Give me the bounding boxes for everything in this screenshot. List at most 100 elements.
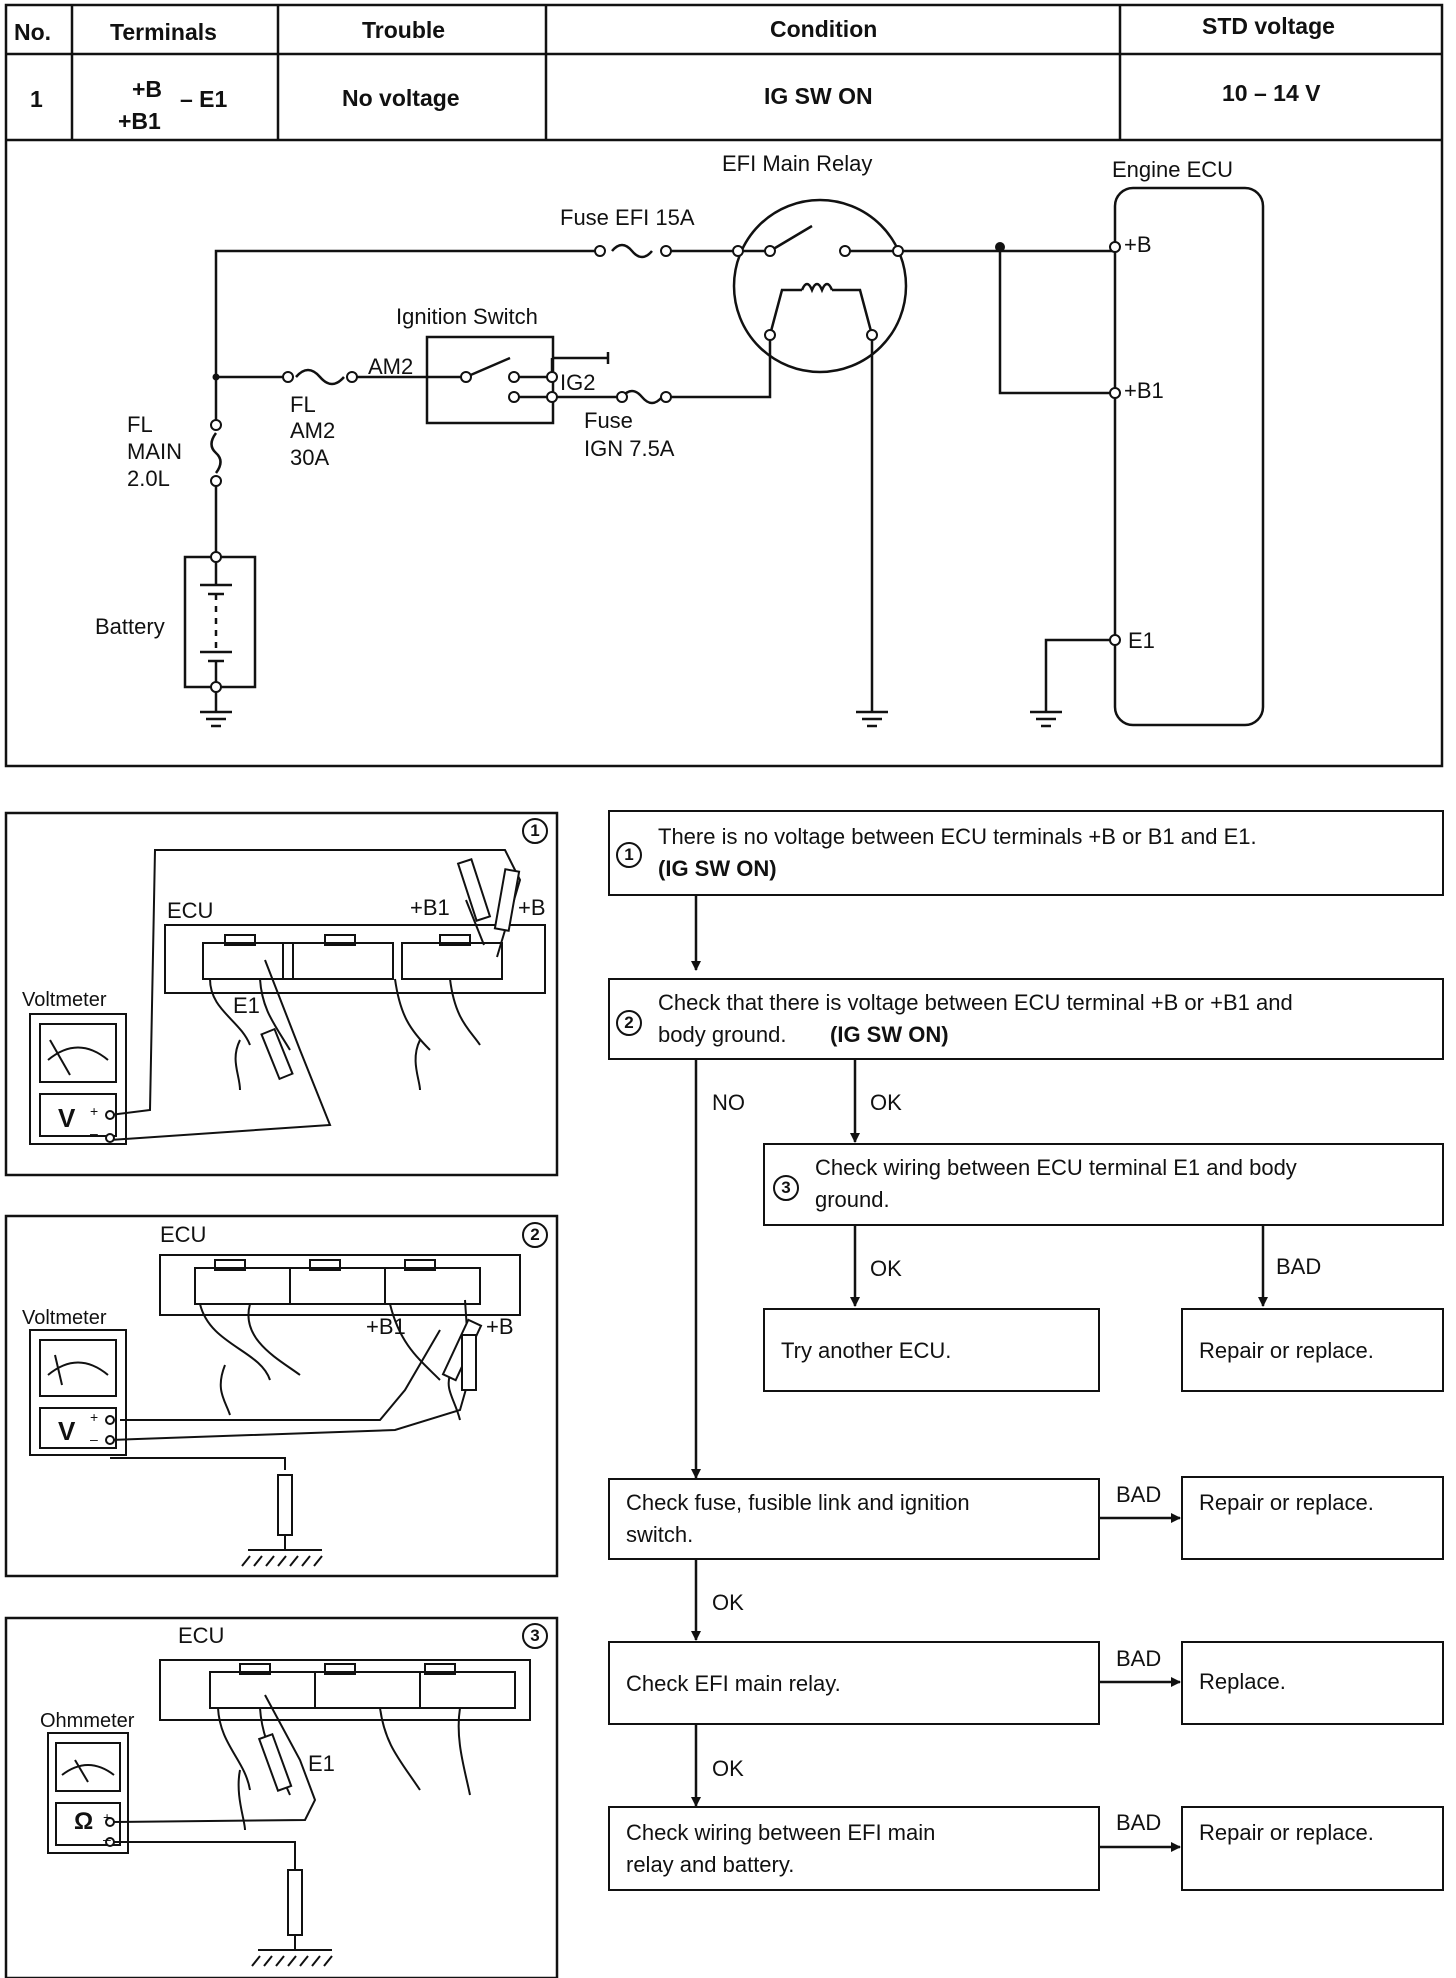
flow-check-fuse-line2: switch. [626, 1522, 694, 1547]
panel-3-ohmmeter-label: Ohmmeter [40, 1710, 135, 1732]
label-fl-am2-3: 30A [290, 445, 330, 470]
flow-step-3-line1: Check wiring between ECU terminal E1 and… [815, 1155, 1297, 1180]
flow-repair-box-2: Repair or replace. [1181, 1476, 1444, 1560]
panel-3-number: 3 [522, 1623, 548, 1649]
flow-label-ok-3: OK [712, 1590, 744, 1615]
label-fl-main-3: 2.0L [127, 466, 170, 491]
header-no: No. [14, 19, 52, 45]
panel-2-plus: + [90, 1409, 99, 1425]
panel-2-b1-label: +B1 [366, 1314, 406, 1339]
label-fuse-ign-2: IGN 7.5A [584, 436, 675, 461]
flow-label-bad-2: BAD [1116, 1482, 1162, 1507]
label-ig2: IG2 [560, 370, 596, 395]
flow-label-ok-2: OK [870, 1256, 902, 1281]
flow-step-1-number: 1 [616, 842, 642, 868]
panel-1-b1-label: +B1 [410, 895, 450, 920]
panel-2-minus: – [90, 1431, 98, 1447]
flow-step-1-line2: (IG SW ON) [658, 856, 777, 881]
row-no: 1 [30, 86, 43, 112]
panel-3-ecu-label: ECU [178, 1623, 225, 1648]
row-term-plus-b1: +B1 [118, 108, 161, 134]
panel-2-illustration [29, 1254, 521, 1567]
flow-step-1-box: 1 There is no voltage between ECU termin… [608, 810, 1444, 896]
label-am2: AM2 [368, 354, 414, 379]
flow-repair-box-1: Repair or replace. [1181, 1308, 1444, 1392]
flow-repair-text-1: Repair or replace. [1199, 1338, 1374, 1363]
flow-label-bad-3: BAD [1116, 1646, 1162, 1671]
panel-3-meter-unit: Ω [74, 1808, 94, 1835]
flow-step-3-line2: ground. [815, 1187, 890, 1212]
flowchart-connectors [691, 895, 1268, 1852]
flow-check-relay-text: Check EFI main relay. [626, 1671, 841, 1696]
label-fuse-efi: Fuse EFI 15A [560, 205, 695, 230]
label-ecu-e1: E1 [1128, 628, 1155, 653]
panel-1-number: 1 [522, 818, 548, 844]
label-efi-main-relay: EFI Main Relay [722, 151, 873, 176]
label-ignition-switch: Ignition Switch [396, 304, 538, 329]
flow-repair-text-3: Repair or replace. [1199, 1820, 1374, 1845]
label-ecu-plus-b1: +B1 [1124, 378, 1164, 403]
flow-step-3-box: 3 Check wiring between ECU terminal E1 a… [763, 1143, 1444, 1226]
row-condition: IG SW ON [764, 83, 873, 109]
flow-check-wiring-line2: relay and battery. [626, 1852, 795, 1877]
flow-check-wiring-box: Check wiring between EFI main relay and … [608, 1806, 1100, 1891]
panel-1-minus: – [90, 1125, 98, 1141]
panel-1-plus: + [90, 1103, 99, 1119]
flow-check-relay-box: Check EFI main relay. [608, 1641, 1100, 1725]
flow-label-ok-1: OK [870, 1090, 902, 1115]
panel-2-ecu-label: ECU [160, 1222, 207, 1247]
flow-replace-box: Replace. [1181, 1641, 1444, 1725]
flow-step-2-box: 2 Check that there is voltage between EC… [608, 978, 1444, 1060]
panel-1-e1-label: E1 [233, 993, 260, 1018]
panel-1-ecu-label: ECU [167, 898, 214, 923]
wiring-diagram [183, 186, 1265, 728]
panel-2-voltmeter-label: Voltmeter [22, 1307, 107, 1329]
header-terminals: Terminals [110, 19, 217, 45]
label-battery: Battery [95, 614, 165, 639]
panel-3-minus: – [103, 1831, 111, 1847]
flow-label-bad-1: BAD [1276, 1254, 1322, 1279]
row-term-plus-b: +B [132, 76, 163, 102]
header-std-voltage: STD voltage [1202, 13, 1335, 39]
label-fl-am2-1: FL [290, 392, 316, 417]
label-engine-ecu: Engine ECU [1112, 157, 1234, 182]
flow-step-2-number: 2 [616, 1010, 642, 1036]
flow-try-ecu-text: Try another ECU. [781, 1338, 952, 1363]
flow-repair-box-3: Repair or replace. [1181, 1806, 1444, 1891]
row-term-e1: – E1 [180, 86, 228, 112]
flow-repair-text-2: Repair or replace. [1199, 1490, 1374, 1515]
header-condition: Condition [770, 16, 878, 42]
flow-label-bad-4: BAD [1116, 1810, 1162, 1835]
flow-check-fuse-line1: Check fuse, fusible link and ignition [626, 1490, 970, 1515]
label-ecu-plus-b: +B [1124, 232, 1152, 257]
label-fl-main-2: MAIN [127, 439, 182, 464]
flow-replace-text: Replace. [1199, 1669, 1286, 1694]
label-fl-main-1: FL [127, 412, 153, 437]
flow-step-2-line1: Check that there is voltage between ECU … [658, 990, 1293, 1015]
panel-1-voltmeter-label: Voltmeter [22, 989, 107, 1011]
panel-2-meter-unit: V [58, 1416, 76, 1446]
flow-step-1-line1: There is no voltage between ECU terminal… [658, 824, 1257, 849]
panel-3-plus: + [103, 1809, 112, 1825]
flow-label-no: NO [712, 1090, 745, 1115]
flow-check-fuse-box: Check fuse, fusible link and ignition sw… [608, 1478, 1100, 1560]
flow-step-3-number: 3 [773, 1175, 799, 1201]
flow-check-wiring-line1: Check wiring between EFI main [626, 1820, 936, 1845]
row-std-voltage: 10 – 14 V [1222, 80, 1321, 106]
panel-2-b-label: +B [486, 1314, 514, 1339]
panel-1-illustration [29, 849, 546, 1145]
flow-label-ok-4: OK [712, 1756, 744, 1781]
panel-3-e1-label: E1 [308, 1751, 335, 1776]
flow-step-2-line2a: body ground. [658, 1022, 787, 1047]
panel-2-number: 2 [522, 1222, 548, 1248]
panel-1-b-label: +B [518, 895, 546, 920]
row-trouble: No voltage [342, 85, 460, 111]
header-trouble: Trouble [362, 17, 446, 43]
panel-1-meter-unit: V [58, 1103, 76, 1133]
label-fl-am2-2: AM2 [290, 418, 336, 443]
flow-try-ecu-box: Try another ECU. [763, 1308, 1100, 1392]
panel-3-illustration [47, 1659, 531, 1967]
flow-step-2-line2b: (IG SW ON) [830, 1022, 949, 1047]
